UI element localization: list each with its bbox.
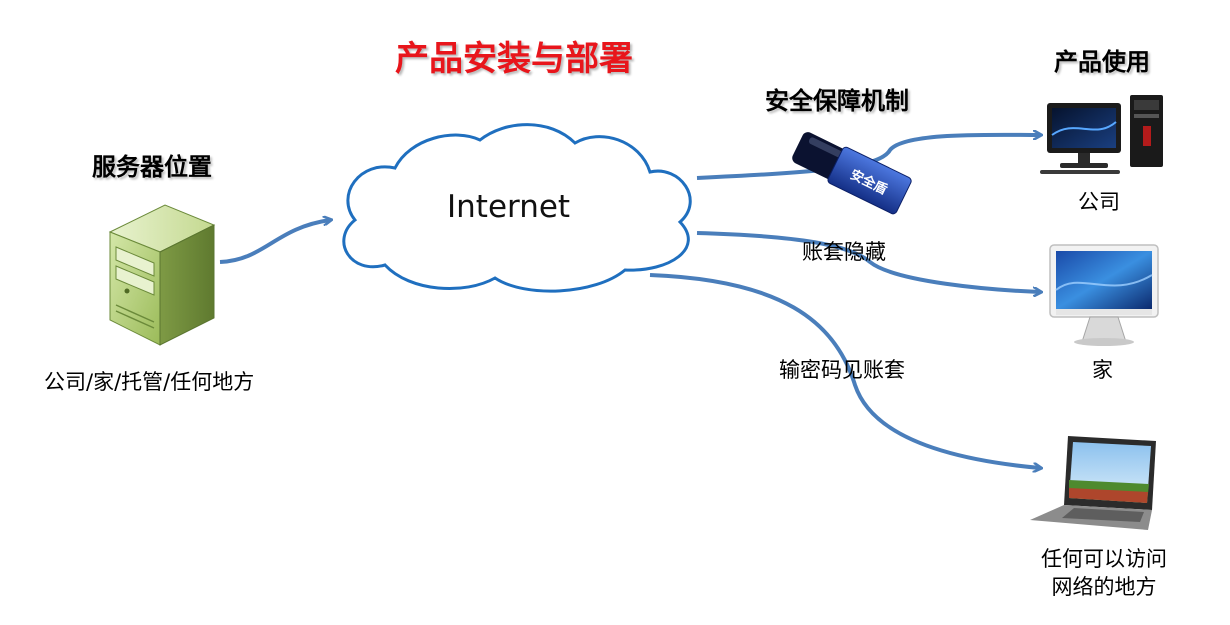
diagram-title: 产品安装与部署: [395, 39, 633, 79]
arrow-to-company: [696, 135, 1040, 180]
arrow-server-to-internet: [219, 220, 330, 264]
server-caption: 公司/家/托管/任何地方: [44, 370, 255, 394]
usage-heading: 产品使用: [1054, 48, 1150, 76]
arrow-to-anywhere: [649, 273, 1040, 468]
home-label: 家: [1092, 358, 1113, 382]
anywhere-label: 任何可以访问 网络的地方: [1024, 545, 1184, 601]
internet-label: Internet: [447, 189, 571, 225]
anywhere-label-line1: 任何可以访问: [1041, 547, 1167, 571]
usb-security-key-icon: 安全盾: [792, 132, 912, 215]
anywhere-label-line2: 网络的地方: [1051, 575, 1157, 599]
server-icon: [108, 204, 216, 346]
laptop-icon: [1030, 436, 1156, 530]
arrow-to-home: [696, 231, 1040, 292]
company-label: 公司: [1078, 190, 1120, 214]
password-view-label: 输密码见账套: [779, 358, 905, 382]
internet-cloud-icon: [342, 123, 692, 293]
server-heading: 服务器位置: [92, 153, 212, 181]
security-heading: 安全保障机制: [765, 87, 909, 115]
home-all-in-one-icon: [1049, 244, 1159, 346]
company-desktop-icon: [1040, 95, 1163, 174]
hide-accounts-label: 账套隐藏: [802, 240, 886, 264]
